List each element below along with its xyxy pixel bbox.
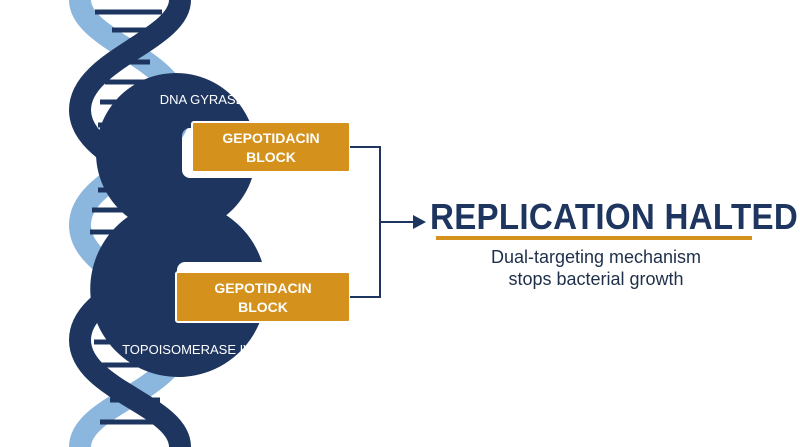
arrow-head-icon <box>413 215 426 229</box>
block-bottom-line2: BLOCK <box>238 299 288 315</box>
subtitle-line-1: Dual-targeting mechanism <box>490 247 702 267</box>
block-bottom-line1: GEPOTIDACIN <box>214 280 311 296</box>
gepotidacin-block-bottom: GEPOTIDACIN BLOCK <box>175 271 351 323</box>
dna-gyrase-label: DNA GYRASE <box>160 92 245 107</box>
result-title: REPLICATION HALTED <box>430 196 799 237</box>
result-subtitle: Dual-targeting mechanism stops bacterial… <box>436 246 756 290</box>
gepotidacin-block-top: GEPOTIDACIN BLOCK <box>191 121 351 173</box>
block-top-line1: GEPOTIDACIN <box>222 130 319 146</box>
topoisomerase-iv-label: TOPOISOMERASE IV <box>122 342 252 357</box>
block-top-line2: BLOCK <box>246 149 296 165</box>
title-underline <box>436 236 752 240</box>
dna-gyrase-enzyme <box>96 73 252 234</box>
dna-strand-light <box>68 0 192 447</box>
connector-arrow <box>350 146 416 298</box>
subtitle-line-2: stops bacterial growth <box>508 269 684 289</box>
